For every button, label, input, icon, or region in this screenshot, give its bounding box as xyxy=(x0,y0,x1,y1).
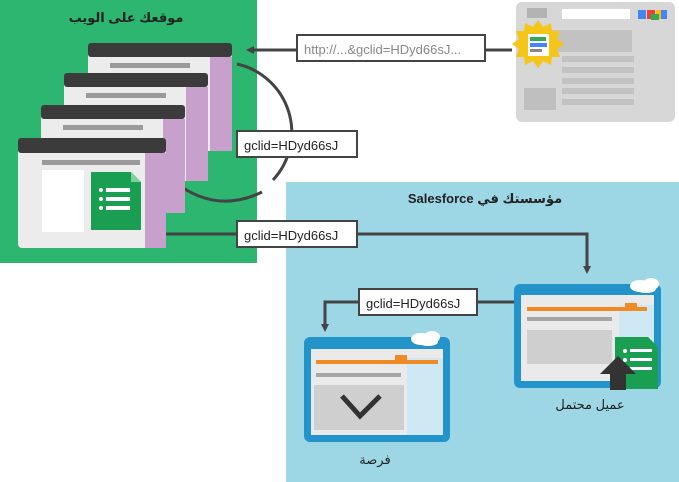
gclid-to-opportunity-label: gclid=HDyd66sJ xyxy=(358,288,478,316)
salesforce-title: مؤسستك في Salesforce xyxy=(407,191,563,206)
url-label: http://...&gclid=HDyd66sJ... xyxy=(296,34,486,62)
lead-card xyxy=(514,278,661,390)
cloud-icon xyxy=(630,278,659,293)
upload-arrow-icon xyxy=(600,356,636,390)
cloud-icon xyxy=(411,331,440,346)
google-ads-logo xyxy=(638,10,667,20)
chevron-down-icon xyxy=(340,394,382,420)
opportunity-card xyxy=(304,331,450,442)
web-page-stack xyxy=(18,43,232,248)
website-title: موقعك على الويب xyxy=(68,10,184,25)
form-icon xyxy=(91,172,141,230)
gclid-loop-label: gclid=HDyd66sJ xyxy=(236,130,358,158)
ad-badge-icon xyxy=(512,20,564,68)
gclid-to-salesforce-label: gclid=HDyd66sJ xyxy=(236,220,358,248)
opportunity-caption: فرصة xyxy=(359,452,391,467)
lead-caption: عميل محتمل xyxy=(555,397,625,412)
